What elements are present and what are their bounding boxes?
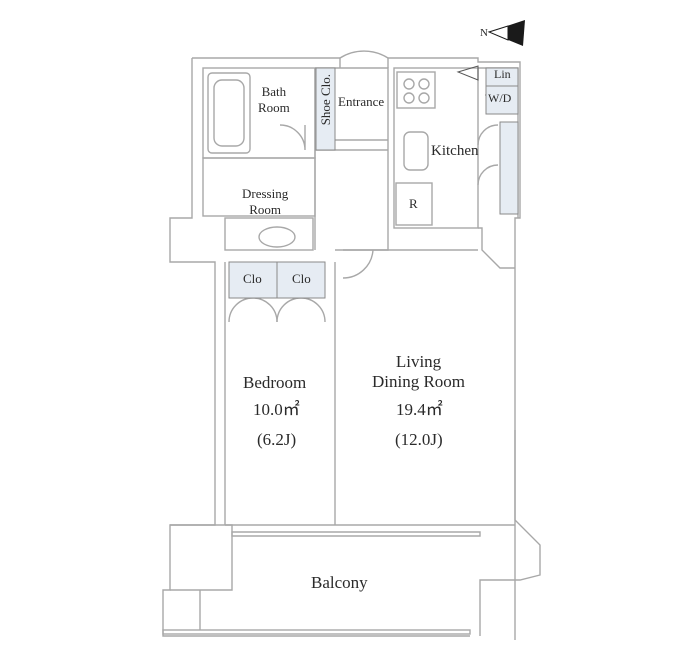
bedroom-jou: (6.2J)	[257, 430, 297, 449]
shoe-closet-fill	[315, 67, 336, 151]
kitchen-label: Kitchen	[431, 143, 479, 159]
living-dining-area: 19.4㎡	[396, 400, 443, 419]
closet-fill-2	[276, 261, 326, 299]
bedroom-area: 10.0㎡	[253, 400, 300, 419]
washer-dryer-label: W/D	[488, 91, 512, 105]
compass-label: N	[480, 27, 488, 39]
entrance-label: Entrance	[338, 94, 385, 109]
kitchen-storage-fill	[499, 121, 519, 215]
living-dining-name: Living Dining Room	[372, 352, 466, 392]
bath-room-label: Bath Room	[258, 84, 290, 115]
bedroom-name: Bedroom	[243, 373, 307, 392]
closet-label-2: Clo	[292, 271, 311, 286]
shoe-closet-label: Shoe Clo.	[318, 74, 333, 126]
refrigerator-label: R	[409, 196, 418, 211]
linen-label: Lin	[494, 67, 511, 81]
living-dining-jou: (12.0J)	[395, 430, 443, 449]
dressing-room-label: Dressing Room	[242, 186, 289, 217]
north-arrow-icon	[487, 20, 525, 46]
balcony-label: Balcony	[311, 573, 368, 592]
closet-label-1: Clo	[243, 271, 262, 286]
closet-fill-1	[228, 261, 278, 299]
wd-fill	[485, 85, 519, 115]
